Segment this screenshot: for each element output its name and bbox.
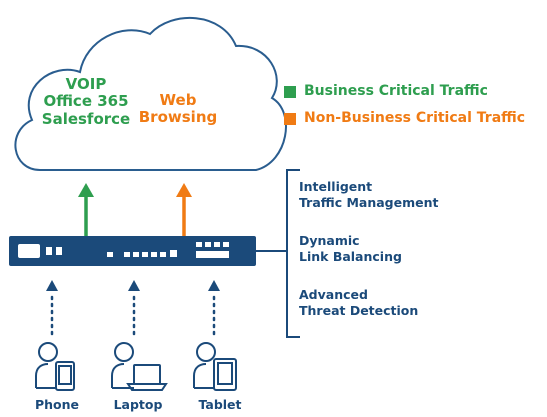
legend-square-business bbox=[284, 86, 296, 98]
non-business-traffic-arrow bbox=[176, 183, 192, 238]
cloud-app-office365: Office 365 bbox=[43, 92, 129, 111]
legend-non-business-label: Non-Business Critical Traffic bbox=[304, 110, 526, 126]
feature-2-line-1: Dynamic bbox=[299, 233, 360, 248]
cloud-app-voip: VOIP bbox=[65, 75, 107, 93]
laptop-uplink-arrow bbox=[128, 280, 140, 340]
feature-3-line-2: Threat Detection bbox=[299, 303, 419, 319]
feature-3-line-1: Advanced bbox=[299, 287, 368, 302]
feature-traffic-management: Intelligent Traffic Management bbox=[299, 179, 438, 212]
feature-2-line-2: Link Balancing bbox=[299, 249, 402, 265]
feature-link-balancing: Dynamic Link Balancing bbox=[299, 233, 402, 266]
feature-threat-detection: Advanced Threat Detection bbox=[299, 287, 418, 320]
web-browsing-line-2: Browsing bbox=[138, 108, 218, 127]
phone-uplink-arrow bbox=[46, 280, 58, 340]
tablet-user-icon bbox=[193, 342, 237, 391]
firewall-appliance-icon bbox=[9, 236, 256, 266]
features-bracket bbox=[286, 169, 300, 338]
cloud-shape bbox=[14, 16, 287, 171]
device-label-laptop: Laptop bbox=[113, 397, 163, 412]
business-apps-list: VOIP Office 365 Salesforce bbox=[38, 75, 134, 128]
business-traffic-arrow bbox=[78, 183, 94, 238]
feature-1-line-1: Intelligent bbox=[299, 179, 373, 194]
cloud-app-salesforce: Salesforce bbox=[41, 109, 131, 128]
legend-business-label: Business Critical Traffic bbox=[304, 83, 488, 99]
feature-1-line-2: Traffic Management bbox=[299, 195, 439, 211]
tablet-uplink-arrow bbox=[208, 280, 220, 340]
legend-square-non-business bbox=[284, 113, 296, 125]
phone-user-icon bbox=[35, 342, 75, 391]
device-label-tablet: Tablet bbox=[198, 397, 242, 412]
device-label-phone: Phone bbox=[34, 397, 80, 412]
web-browsing-label: Web Browsing bbox=[138, 91, 218, 127]
web-browsing-line-1: Web bbox=[159, 91, 197, 109]
laptop-user-icon bbox=[111, 342, 168, 391]
